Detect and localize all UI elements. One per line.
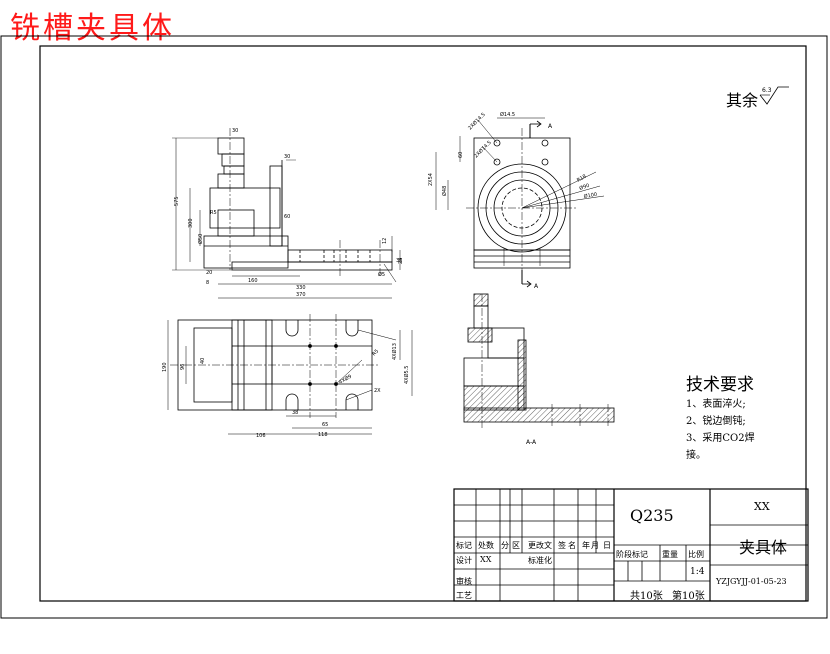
dim-label: 2XØ14.5: [472, 139, 492, 159]
dim-label: 12: [382, 238, 388, 244]
title-block-grid: [453, 488, 809, 602]
tb-weight-header: 重量: [662, 550, 678, 559]
section-letter: A: [534, 283, 539, 290]
tech-requirements-heading: 技术要求: [686, 375, 754, 395]
dim-label: 24: [398, 258, 404, 264]
dim-label: 38: [292, 410, 298, 416]
tb-header-cell: 年: [582, 541, 590, 550]
drawing-title: 铣槽夹具体: [10, 11, 175, 46]
dim-label: 4XØ5.5: [403, 366, 410, 385]
tb-process-label: 工艺: [456, 591, 472, 600]
section-letter: A: [548, 123, 553, 130]
dim-label: 2X: [374, 388, 381, 394]
tb-header-cell: 标记: [456, 541, 472, 550]
dim-label: 60: [284, 214, 290, 220]
part-name-label: 夹具体: [739, 538, 788, 557]
tech-requirement-item: 1、表面淬火;: [686, 399, 746, 410]
dim-label: Ø48: [441, 186, 448, 196]
dim-label: 2X54: [428, 173, 434, 186]
tb-sheet-number: 第10张: [672, 591, 705, 602]
roughness-symbol: 其余 6.3: [726, 86, 789, 110]
dim-label: R18: [576, 174, 588, 184]
dim-label: 370: [296, 292, 306, 298]
tb-designer: XX: [480, 555, 492, 564]
roughness-label: 其余: [726, 91, 758, 110]
dim-label: 30: [284, 154, 290, 160]
dim-label: 4XØ13: [391, 343, 398, 360]
company-label: XX: [754, 500, 770, 513]
tech-requirement-item: 接。: [686, 450, 706, 461]
dim-label: Ø5: [378, 271, 385, 278]
tb-header-cell: 分: [501, 541, 509, 550]
dim-label: 106: [256, 433, 266, 439]
tb-design-label: 设计: [456, 556, 472, 565]
tech-requirement-item: 2、锐边倒钝;: [686, 416, 746, 427]
tech-requirement-item: 3、采用CO2焊: [686, 433, 755, 444]
section-caption: A-A: [526, 439, 537, 446]
dim-label: 96: [180, 364, 186, 370]
dim-label: R5: [371, 348, 380, 357]
tb-scale-header: 比例: [688, 550, 704, 559]
dim-label: 190: [162, 362, 168, 372]
material-label: Q235: [630, 506, 674, 525]
tech-requirements: 技术要求 1、表面淬火; 2、锐边倒钝; 3、采用CO2焊 接。: [686, 374, 796, 464]
dim-label: 30: [232, 128, 238, 134]
dim-label: 30: [396, 258, 402, 264]
tb-header-cell: 更改文: [528, 541, 552, 550]
tb-review-label: 审核: [456, 577, 472, 586]
tb-header-cell: 名: [568, 541, 576, 550]
dim-label: 300: [188, 218, 194, 228]
tb-stage-header: 阶段标记: [616, 550, 648, 559]
dim-label: 160: [248, 278, 258, 284]
roughness-value: 6.3: [762, 87, 772, 94]
dim-label: 2XØ14.5: [466, 111, 486, 131]
front-view-dimension-labels: 30 575 300 Ø50 R5 30 60 12 24 30 20 160 …: [174, 128, 404, 298]
tb-drawing-number: YZJGYJJ-01-05-23: [716, 577, 787, 586]
sheet-border: [0, 35, 828, 619]
side-view: [435, 117, 605, 288]
dim-label: 20: [206, 270, 212, 276]
front-view: [172, 128, 401, 299]
dim-label: Ø50: [197, 234, 204, 244]
tb-header-cell: 签: [558, 541, 566, 550]
tb-header-cell: 月: [591, 541, 599, 550]
section-view-a-a: [463, 293, 615, 430]
dim-label: 8: [206, 280, 209, 286]
dim-label: 575: [174, 196, 180, 206]
dim-label: R5: [210, 210, 217, 216]
dim-label: 60: [458, 152, 464, 158]
inner-frame: [39, 45, 807, 602]
dim-label: 118: [318, 432, 328, 438]
side-view-dimension-labels: Ø14.5 2XØ14.5 60 2XØ14.5 2X54 Ø48 R18 Ø9…: [428, 111, 598, 290]
plan-view: [167, 314, 413, 435]
dim-label: 40: [200, 358, 206, 364]
dim-label: 330: [296, 285, 306, 291]
dim-label: Ø90: [578, 182, 590, 192]
dim-label: 65: [322, 422, 328, 428]
tb-standardization: 标准化: [528, 556, 552, 565]
tb-header-cell: 处数: [478, 541, 494, 550]
dim-label: Ø100: [583, 191, 597, 200]
dim-label: Ø14.5: [500, 111, 515, 118]
plan-view-dimension-labels: 190 96 R5 4XØ13 4XØ5.5 4XØ9 2X 38 65 118…: [162, 343, 410, 439]
tb-header-cell: 区: [512, 541, 520, 550]
tb-sheet-count: 共10张: [630, 591, 663, 602]
tb-header-cell: 日: [603, 541, 611, 550]
tb-scale-value: 1:4: [690, 567, 705, 577]
